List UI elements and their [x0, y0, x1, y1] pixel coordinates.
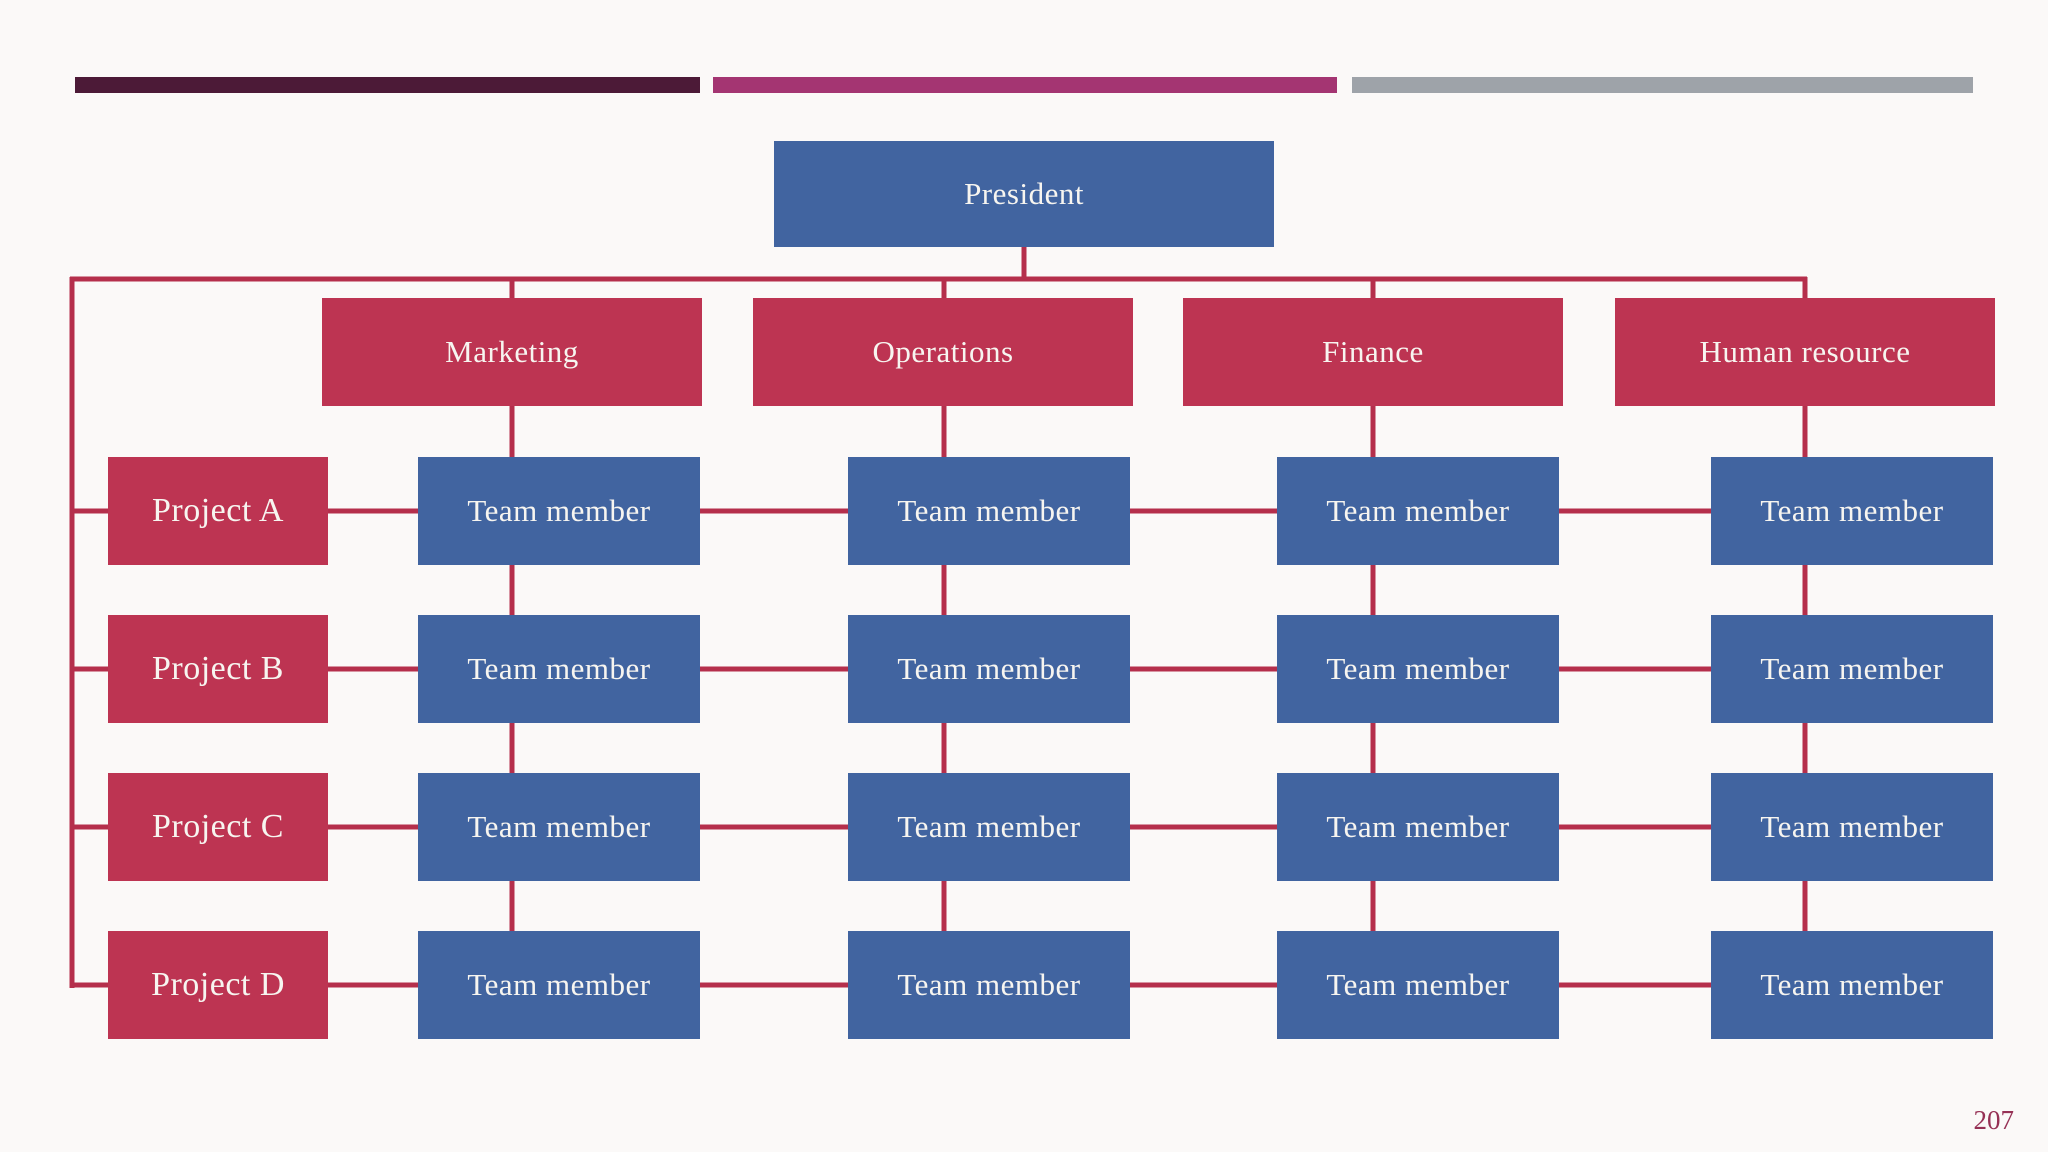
org-box-project-c: Project C: [108, 773, 328, 881]
department-label: Marketing: [445, 334, 579, 369]
page-number: 207: [1973, 1105, 2015, 1135]
team-member-label: Team member: [1326, 651, 1510, 686]
team-member-label: Team member: [1760, 651, 1944, 686]
team-member-box: Team member: [418, 773, 700, 881]
department-label: Human resource: [1699, 334, 1911, 369]
team-member-label: Team member: [1326, 493, 1510, 528]
president-label: President: [964, 176, 1084, 211]
org-box-department-operations: Operations: [753, 298, 1133, 406]
department-label: Finance: [1322, 334, 1424, 369]
project-label: Project D: [151, 966, 285, 1003]
org-box-department-marketing: Marketing: [322, 298, 702, 406]
project-rail: [69, 277, 108, 988]
accent-bar-dark: [75, 77, 700, 93]
team-member-box: Team member: [1277, 931, 1559, 1039]
team-member-box: Team member: [1277, 615, 1559, 723]
team-member-label: Team member: [1760, 967, 1944, 1002]
org-box-project-b: Project B: [108, 615, 328, 723]
team-member-label: Team member: [467, 493, 651, 528]
team-member-box: Team member: [848, 615, 1130, 723]
team-member-box: Team member: [1711, 773, 1993, 881]
accent-bar-gray: [1352, 77, 1973, 93]
team-member-label: Team member: [897, 967, 1081, 1002]
team-member-label: Team member: [1760, 809, 1944, 844]
team-member-label: Team member: [897, 493, 1081, 528]
team-member-box: Team member: [1277, 773, 1559, 881]
column-connectors: [509, 406, 1808, 932]
project-label: Project A: [152, 492, 284, 529]
team-member-label: Team member: [1326, 967, 1510, 1002]
row-connectors: [328, 508, 1711, 988]
team-member-box: Team member: [848, 931, 1130, 1039]
team-member-box: Team member: [418, 931, 700, 1039]
org-box-project-a: Project A: [108, 457, 328, 565]
team-member-label: Team member: [1326, 809, 1510, 844]
team-member-box: Team member: [848, 773, 1130, 881]
org-box-president: President: [774, 141, 1274, 247]
team-member-box: Team member: [1277, 457, 1559, 565]
org-box-department-human-resource: Human resource: [1615, 298, 1995, 406]
team-member-label: Team member: [897, 651, 1081, 686]
team-member-box: Team member: [848, 457, 1130, 565]
team-member-label: Team member: [1760, 493, 1944, 528]
org-box-project-d: Project D: [108, 931, 328, 1039]
department-label: Operations: [872, 334, 1014, 369]
team-member-box: Team member: [1711, 615, 1993, 723]
team-member-label: Team member: [467, 967, 651, 1002]
team-member-label: Team member: [467, 809, 651, 844]
team-member-label: Team member: [467, 651, 651, 686]
team-member-box: Team member: [418, 615, 700, 723]
org-box-department-finance: Finance: [1183, 298, 1563, 406]
project-label: Project B: [152, 650, 284, 687]
team-member-box: Team member: [418, 457, 700, 565]
department-bus: [70, 276, 1808, 299]
accent-bar-magenta: [713, 77, 1337, 93]
team-member-box: Team member: [1711, 931, 1993, 1039]
team-member-box: Team member: [1711, 457, 1993, 565]
project-label: Project C: [152, 808, 284, 845]
team-member-label: Team member: [897, 809, 1081, 844]
